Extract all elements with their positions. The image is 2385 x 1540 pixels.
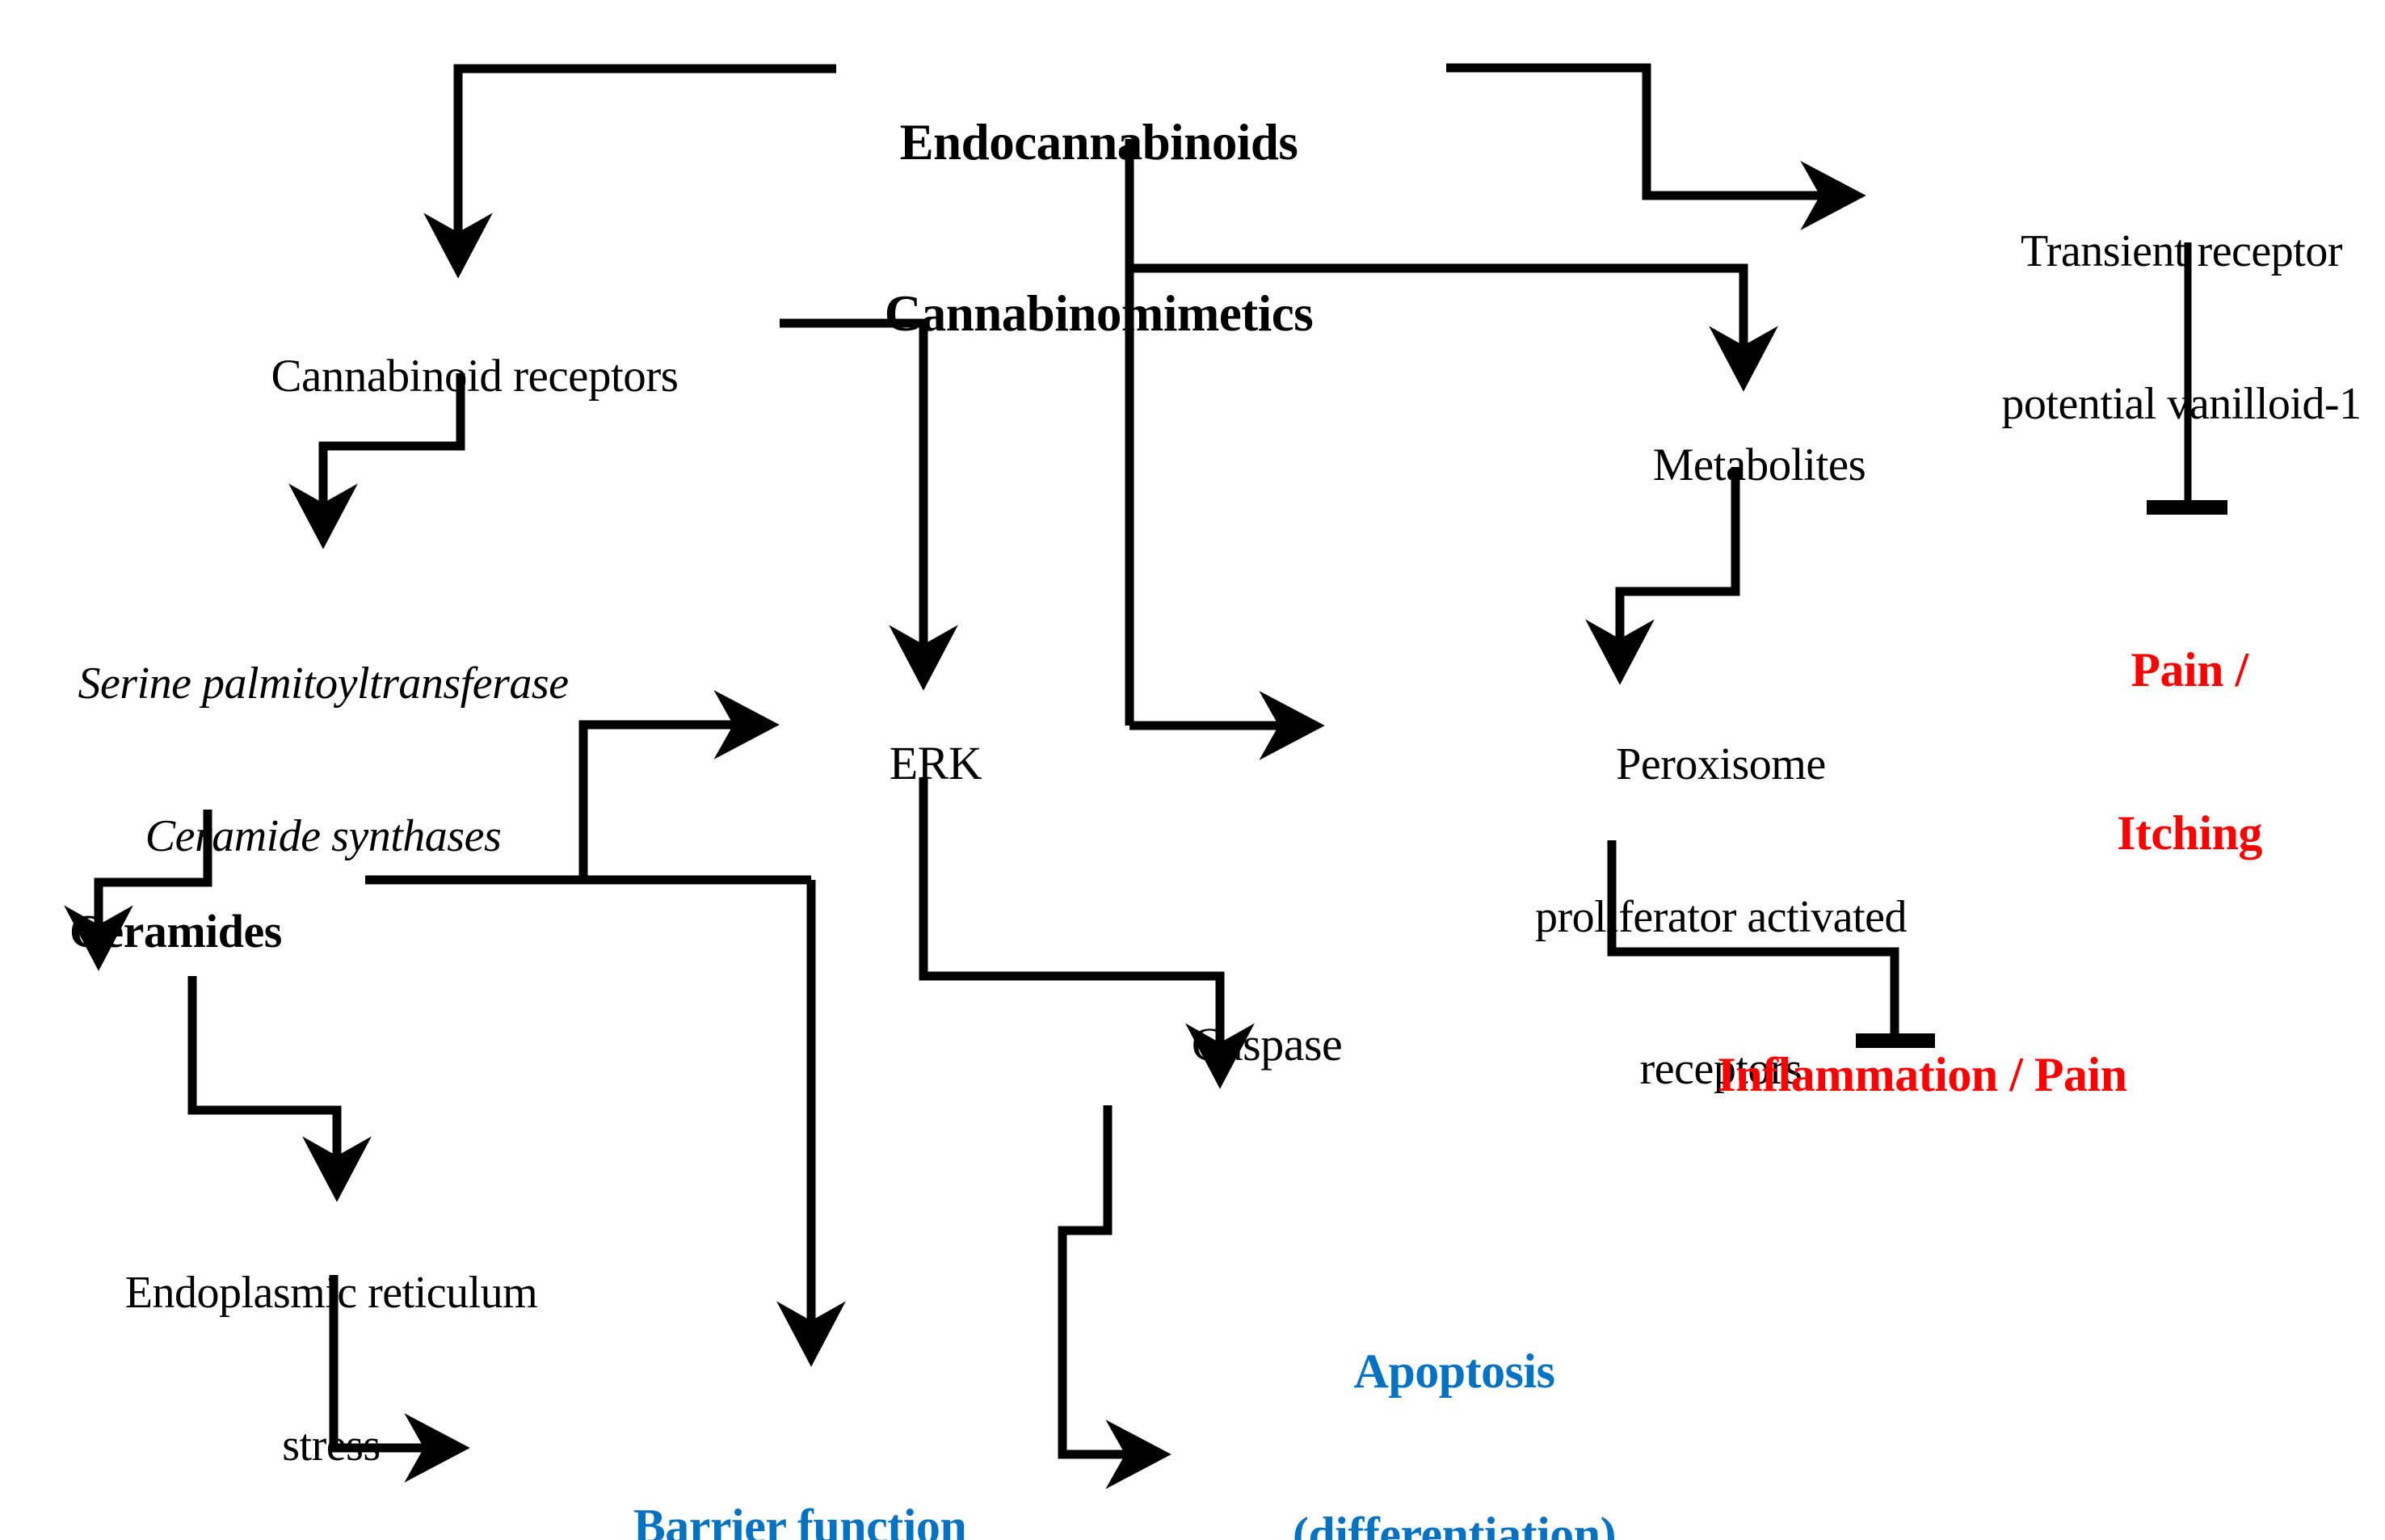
edge-trunk-to-metabolites: [1129, 263, 1778, 392]
node-barrier-line1: Barrier function: [633, 1500, 967, 1540]
edge-endocannabinoids-to-cb-receptors: [423, 64, 836, 279]
node-caspase: Caspase: [1083, 966, 1406, 1124]
node-er-stress-line1: Endoplasmic reticulum: [124, 1268, 538, 1319]
edge-er-stress-to-barrier: [329, 1275, 470, 1483]
node-serine-palmitoyltransferase: Serine palmitoyltransferase Ceramide syn…: [0, 558, 662, 963]
node-pain-itching-line2: Itching: [2117, 806, 2262, 860]
node-erk-label: ERK: [889, 736, 982, 789]
node-metabolites: Metabolites: [1559, 388, 1915, 542]
node-inflammation-pain: Inflammation / Pain: [1584, 994, 2214, 1157]
node-ppar: Peroxisome proliferator activated recept…: [1446, 638, 1996, 1196]
node-caspase-label: Caspase: [1191, 1017, 1343, 1071]
edge-endocannabinoids-to-trpv1: [1446, 63, 1866, 230]
edge-cer-synthases-to-ceramides: [64, 810, 212, 971]
node-trpv1-line1: Transient receptor: [2021, 226, 2342, 277]
node-metabolites-label: Metabolites: [1652, 439, 1866, 490]
node-apoptosis-line1: Apoptosis: [1353, 1344, 1555, 1399]
edge-ppar-to-inflammation: [1607, 840, 1899, 1039]
node-pain-itching-line1: Pain /: [2131, 643, 2248, 697]
node-pain-itching: Pain / Itching: [2020, 535, 2359, 970]
node-er-stress: Endoplasmic reticulum stress: [32, 1167, 630, 1540]
node-er-stress-line2: stress: [282, 1420, 381, 1471]
node-ceramides-label: Ceramides: [69, 904, 282, 957]
node-ppar-line1: Peroxisome: [1616, 739, 1826, 790]
node-ppar-line3: receptors: [1639, 1043, 1802, 1094]
node-erk: ERK: [808, 685, 1018, 843]
edge-cb-receptors-to-erk: [780, 318, 958, 691]
node-cannabinomimetics-label: Cannabinomimetics: [884, 284, 1314, 342]
node-apoptosis-line2: (differentiation): [1292, 1507, 1617, 1540]
node-ceramide-synthases-label: Ceramide synthases: [145, 810, 502, 861]
node-barrier-function: Barrier function Antimicrobial peptides: [461, 1391, 1139, 1540]
node-inflammation-pain-label: Inflammation / Pain: [1717, 1048, 2127, 1102]
node-spt-label: Serine palmitoyltransferase: [78, 658, 569, 709]
node-trpv1: Transient receptor potential vanilloid-1: [1923, 125, 2385, 531]
node-trpv1-line2: potential vanilloid-1: [2001, 378, 2362, 429]
node-endocannabinoids-label: Endocannabinoids: [899, 114, 1298, 171]
edge-caspase-to-apoptosis: [1058, 1105, 1171, 1489]
node-ceramides: Ceramides: [24, 853, 364, 1011]
node-cb-receptors-label: Cannabinoid receptors: [271, 350, 679, 402]
node-ppar-line2: proliferator activated: [1534, 891, 1908, 942]
node-cb-receptors: Cannabinoid receptors: [121, 299, 784, 453]
edge-erk-to-caspase: [919, 777, 1255, 1089]
edge-ceramides-to-er-stress: [187, 976, 372, 1202]
node-endocannabinoids: Endocannabinoids Cannabinomimetics: [776, 0, 1422, 456]
node-apoptosis: Apoptosis (differentiation): [1155, 1236, 1753, 1540]
edge-metabolites-to-ppar: [1585, 467, 1740, 685]
edge-cb-receptors-to-spt: [288, 373, 465, 549]
edge-ceramides-to-erk: [578, 690, 780, 880]
